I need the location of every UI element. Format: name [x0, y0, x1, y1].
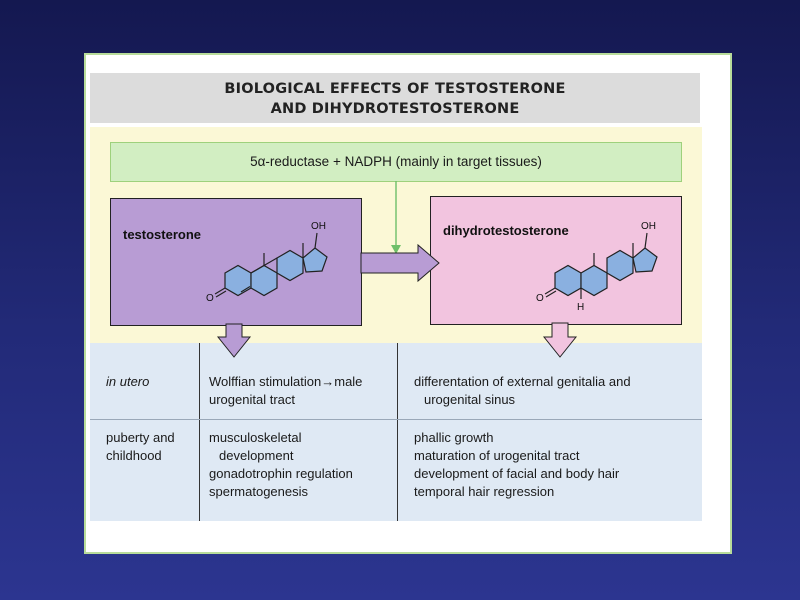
title-line-2: AND DIHYDROTESTOSTERONE	[270, 101, 520, 117]
table-row-1-dht: differentation of external genitalia and…	[414, 373, 631, 409]
dihydrotestosterone-oh-label: OH	[641, 221, 656, 232]
dihydrotestosterone-structure: O H OH	[536, 221, 658, 313]
table-row-1-testosterone: Wolffian stimulation→male urogenital tra…	[209, 373, 362, 409]
dihydrotestosterone-label: dihydrotestosterone	[443, 223, 569, 238]
testosterone-structure: O OH	[206, 221, 328, 304]
list-item: Wolffian stimulation→male	[209, 374, 363, 389]
list-item: differentation of external genitalia and	[414, 374, 631, 389]
testosterone-box: testosterone O OH	[110, 198, 362, 326]
list-item: development of facial and body hair	[414, 466, 620, 481]
enzyme-box: 5α-reductase + NADPH (mainly in target t…	[110, 142, 682, 182]
dihydrotestosterone-down-arrow	[542, 322, 578, 358]
table-row-2-stage: puberty and childhood	[106, 429, 175, 465]
dihydrotestosterone-h-label: H	[577, 302, 584, 313]
list-item: musculoskeletal	[209, 430, 302, 445]
enzyme-arrowhead	[391, 245, 401, 254]
list-item: temporal hair regression	[414, 484, 555, 499]
title-band: BIOLOGICAL EFFECTS OF TESTOSTERONE AND D…	[90, 73, 700, 123]
dihydrotestosterone-o-label: O	[536, 293, 544, 304]
column-divider-1	[199, 343, 200, 521]
table-row-1-stage: in utero	[106, 374, 150, 389]
list-item: puberty and	[106, 430, 175, 445]
testosterone-oh-label: OH	[311, 221, 326, 232]
title-line-1: BIOLOGICAL EFFECTS OF TESTOSTERONE	[224, 81, 566, 97]
list-item: urogenital sinus	[424, 392, 516, 407]
testosterone-down-arrow	[216, 323, 252, 358]
list-item: spermatogenesis	[209, 484, 308, 499]
slide: BIOLOGICAL EFFECTS OF TESTOSTERONE AND D…	[86, 55, 730, 552]
conversion-arrow	[360, 243, 440, 283]
row-divider	[90, 419, 702, 420]
table-row-2-dht: phallic growth maturation of urogenital …	[414, 429, 619, 501]
list-item: childhood	[106, 448, 162, 463]
list-item: gonadotrophin regulation	[209, 466, 353, 481]
testosterone-label: testosterone	[123, 227, 202, 242]
table-row-2-testosterone: musculoskeletal development gonadotrophi…	[209, 429, 353, 501]
effects-table	[90, 343, 702, 521]
list-item: urogenital tract	[209, 392, 295, 407]
list-item: phallic growth	[414, 430, 494, 445]
testosterone-o-label: O	[206, 293, 214, 304]
list-item: development	[219, 448, 294, 463]
list-item: maturation of urogenital tract	[414, 448, 580, 463]
column-divider-2	[397, 343, 398, 521]
arrows-layer	[216, 181, 578, 358]
